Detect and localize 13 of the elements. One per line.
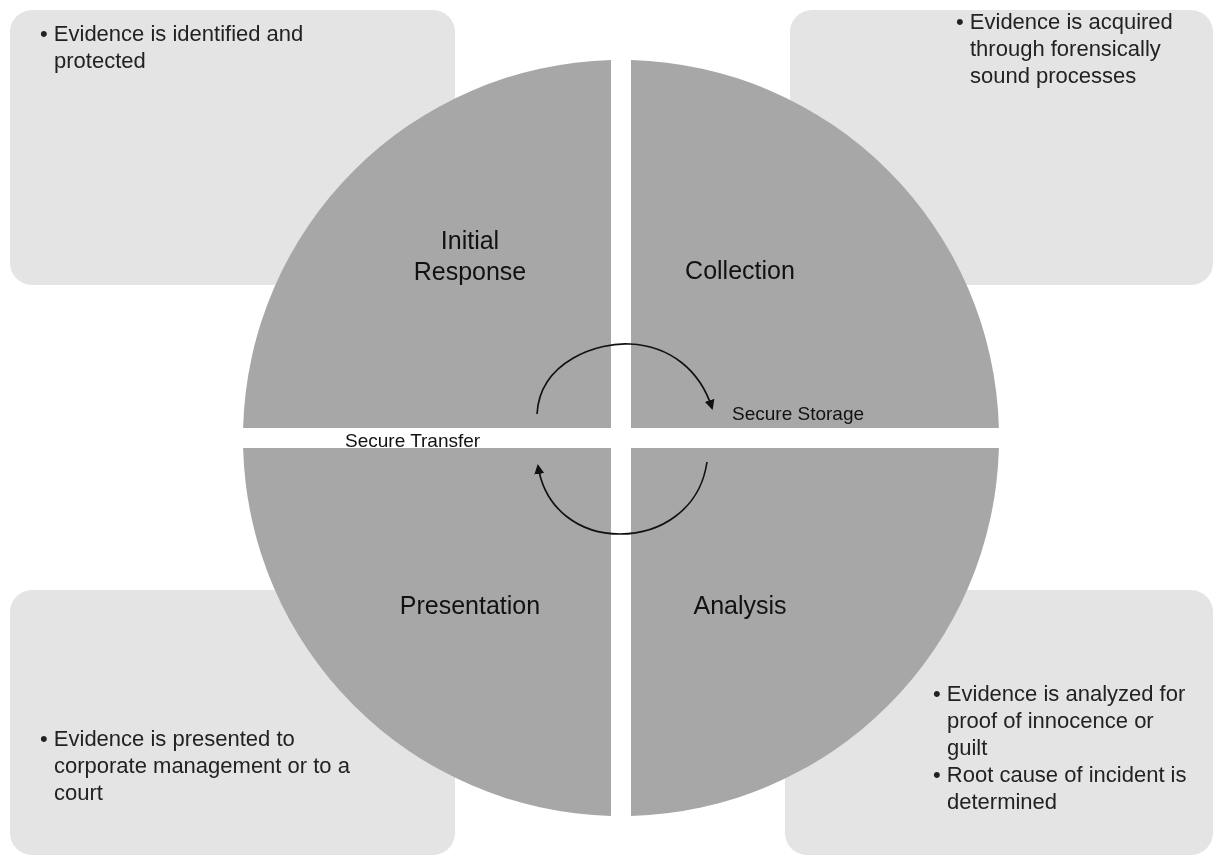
phase-title: Collection [684, 255, 796, 286]
edge-label: Secure Transfer [344, 430, 482, 452]
edge-label: Secure Storage [731, 403, 866, 425]
phase-title: Analysis [692, 590, 788, 621]
curved-arrow [536, 343, 714, 415]
curved-arrow [534, 461, 708, 535]
bullet-text: • Evidence is acquired through forensically sound processes [956, 8, 1174, 89]
bullet-text: • Evidence is analyzed for proof of innocence or guilt [933, 680, 1187, 761]
bullet-text: • Evidence is presented to corporate management or to a court [40, 725, 351, 806]
phase-title: Presentation [398, 590, 542, 621]
phase-title: Initial Response [412, 225, 528, 287]
bullet-text: • Root cause of incident is determined [933, 761, 1188, 815]
bullet-text: • Evidence is identified and protected [40, 20, 305, 74]
